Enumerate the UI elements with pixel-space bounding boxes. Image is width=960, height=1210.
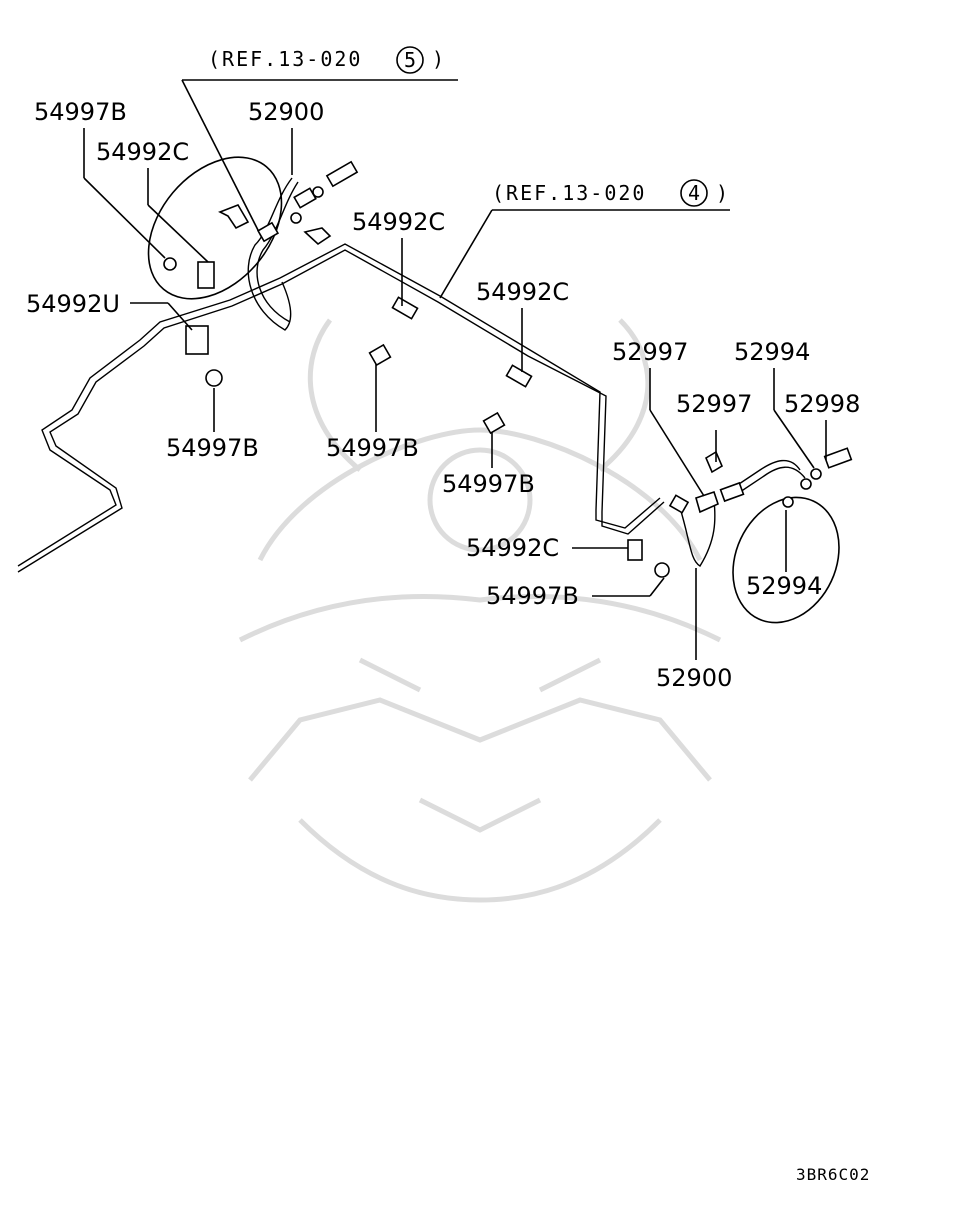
reference-text: (REF.13-020 bbox=[492, 181, 646, 205]
detail-ellipse-right bbox=[732, 496, 840, 624]
part-label: 54992C bbox=[466, 534, 559, 562]
part-label: 52900 bbox=[248, 98, 324, 126]
samurai-helmet-watermark-icon bbox=[238, 318, 722, 903]
part-label: 54992C bbox=[352, 208, 445, 236]
part-label: 54992C bbox=[476, 278, 569, 306]
part-label: 54997B bbox=[442, 470, 535, 498]
right-brake-hose bbox=[668, 447, 853, 567]
reference-label-4: (REF.13-020 4 ) bbox=[492, 179, 730, 207]
part-label: 54997B bbox=[34, 98, 127, 126]
part-label: 52900 bbox=[656, 664, 732, 692]
reference-number: 5 bbox=[404, 48, 418, 72]
part-label: 52994 bbox=[734, 338, 810, 366]
part-label: 54997B bbox=[326, 434, 419, 462]
brake-pipe bbox=[17, 243, 665, 573]
diagram-code: 3BR6C02 bbox=[796, 1165, 870, 1184]
part-label: 52997 bbox=[612, 338, 688, 366]
middle-clips bbox=[368, 296, 670, 578]
part-label: 52998 bbox=[784, 390, 860, 418]
part-label: 54992C bbox=[96, 138, 189, 166]
left-brake-hose bbox=[163, 160, 359, 387]
reference-close: ) bbox=[432, 47, 446, 71]
part-label: 52994 bbox=[746, 572, 822, 600]
reference-close: ) bbox=[716, 181, 730, 205]
part-label: 54997B bbox=[166, 434, 259, 462]
reference-text: (REF.13-020 bbox=[208, 47, 362, 71]
reference-label-5: (REF.13-020 5 ) bbox=[208, 46, 446, 74]
label-leader-lines bbox=[83, 128, 827, 660]
part-label: 52997 bbox=[676, 390, 752, 418]
reference-leader-lines bbox=[181, 79, 730, 299]
part-label: 54992U bbox=[26, 290, 120, 318]
reference-number: 4 bbox=[688, 181, 702, 205]
part-label: 54997B bbox=[486, 582, 579, 610]
